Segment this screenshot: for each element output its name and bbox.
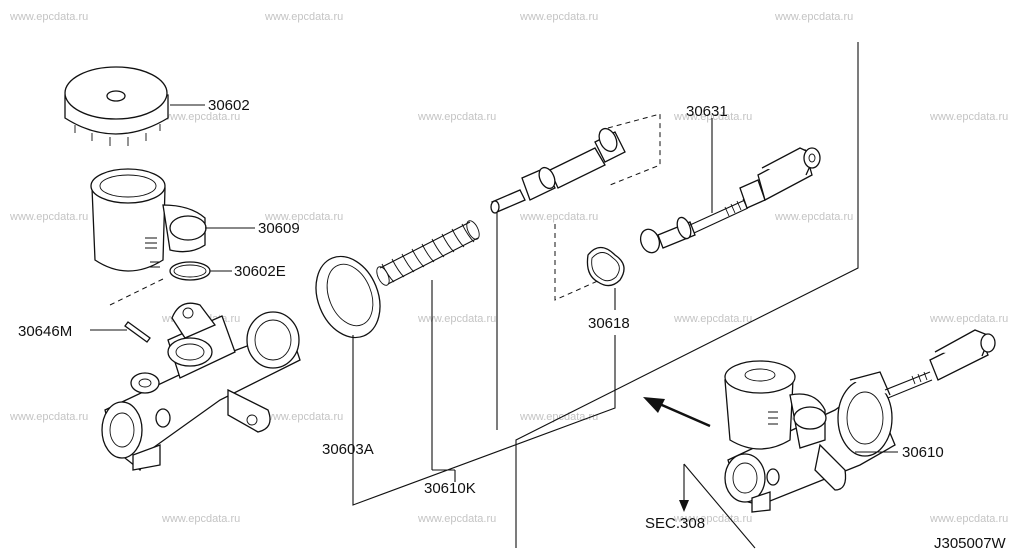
- spring-pin[interactable]: [124, 321, 151, 343]
- frame-line: [515, 42, 859, 548]
- watermark: www.epcdata.ru: [264, 11, 343, 23]
- reservoir-connection-dash: [109, 277, 166, 306]
- watermark: www.epcdata.ru: [264, 411, 343, 423]
- watermark: www.epcdata.ru: [161, 513, 240, 525]
- leader-30610K: [431, 280, 456, 482]
- label-30618[interactable]: 30618: [588, 315, 630, 332]
- label-30631[interactable]: 30631: [686, 103, 728, 120]
- watermark: www.epcdata.ru: [417, 313, 496, 325]
- watermark: www.epcdata.ru: [161, 111, 240, 123]
- snap-ring[interactable]: [586, 246, 625, 287]
- diagram-code: J305007W: [934, 535, 1007, 552]
- label-30602E[interactable]: 30602E: [234, 263, 286, 280]
- kit-bracket: [352, 335, 616, 506]
- piston-cup[interactable]: [304, 247, 391, 347]
- install-direction-arrow: [643, 397, 711, 428]
- label-sec308[interactable]: SEC.308: [645, 515, 705, 532]
- watermark: www.epcdata.ru: [519, 211, 598, 223]
- watermark: www.epcdata.ru: [417, 513, 496, 525]
- push-rod[interactable]: [637, 147, 821, 255]
- watermark: www.epcdata.ru: [9, 11, 88, 23]
- watermark: www.epcdata.ru: [673, 313, 752, 325]
- subassembly-dash-box: [554, 224, 601, 301]
- watermark-layer: www.epcdata.ru www.epcdata.ru www.epcdat…: [9, 11, 1008, 525]
- reservoir-tank[interactable]: [90, 168, 207, 272]
- watermark: www.epcdata.ru: [417, 111, 496, 123]
- section-reference-arrow: [679, 463, 756, 549]
- return-spring[interactable]: [374, 219, 482, 287]
- label-30610[interactable]: 30610: [902, 444, 944, 461]
- label-30610K[interactable]: 30610K: [424, 480, 476, 497]
- watermark: www.epcdata.ru: [9, 211, 88, 223]
- watermark: www.epcdata.ru: [929, 513, 1008, 525]
- label-30602[interactable]: 30602: [208, 97, 250, 114]
- watermark: www.epcdata.ru: [9, 411, 88, 423]
- reservoir-cap[interactable]: [64, 66, 169, 146]
- watermark: www.epcdata.ru: [519, 411, 598, 423]
- label-30609[interactable]: 30609: [258, 220, 300, 237]
- watermark: www.epcdata.ru: [673, 111, 752, 123]
- piston-assembly[interactable]: [490, 126, 626, 214]
- label-30646M[interactable]: 30646M: [18, 323, 72, 340]
- watermark: www.epcdata.ru: [264, 211, 343, 223]
- watermark: www.epcdata.ru: [774, 11, 853, 23]
- watermark: www.epcdata.ru: [929, 313, 1008, 325]
- clutch-master-cylinder-assembly[interactable]: [724, 329, 996, 513]
- watermark: www.epcdata.ru: [774, 211, 853, 223]
- label-30603A[interactable]: 30603A: [322, 441, 374, 458]
- master-cylinder-body[interactable]: [101, 302, 301, 472]
- watermark: www.epcdata.ru: [519, 11, 598, 23]
- watermark: www.epcdata.ru: [929, 111, 1008, 123]
